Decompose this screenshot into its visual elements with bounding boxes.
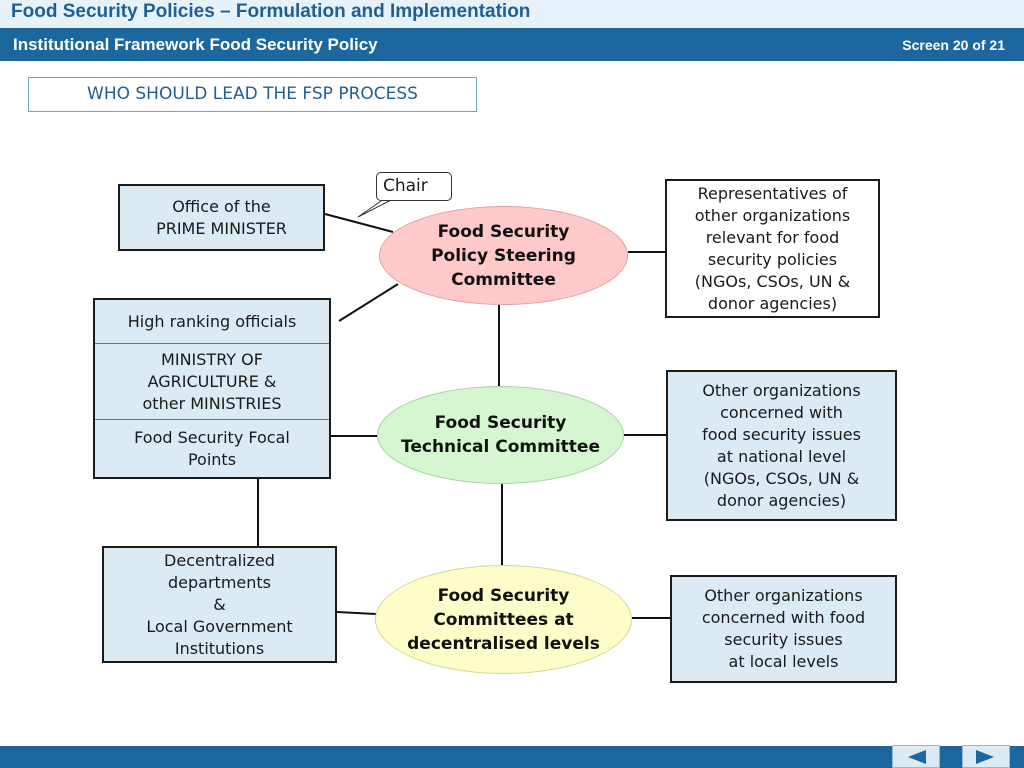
representatives-box: Representatives of other organizations r…: [665, 179, 880, 318]
ministries-label: MINISTRY OF AGRICULTURE & other MINISTRI…: [142, 349, 282, 413]
stack-divider: [95, 419, 329, 420]
top-banner: [0, 0, 1024, 28]
local-organizations-box: Other organizations concerned with food …: [670, 575, 897, 683]
decentralised-committees-oval: Food Security Committees at decentralise…: [375, 565, 632, 674]
triangle-left-icon: [908, 749, 926, 764]
slide-heading: WHO SHOULD LEAD THE FSP PROCESS: [28, 77, 477, 112]
section-title: Institutional Framework Food Security Po…: [13, 35, 378, 54]
connector-decentralized-committees: [336, 611, 377, 615]
chair-callout-pointer: [357, 198, 394, 218]
footer-bar: [0, 746, 1024, 768]
connector-pm-steering: [324, 213, 394, 233]
section-banner: [0, 28, 1024, 61]
prime-minister-box: Office of the PRIME MINISTER: [118, 184, 325, 251]
stack-divider: [95, 343, 329, 344]
ministries-stack: High ranking officials MINISTRY OF AGRIC…: [93, 298, 331, 479]
next-button[interactable]: [962, 745, 1010, 768]
chair-callout: Chair: [376, 172, 452, 201]
focal-points-label: Food Security Focal Points: [134, 427, 290, 469]
high-officials-label: High ranking officials: [127, 311, 297, 331]
back-button[interactable]: [892, 745, 940, 768]
course-title: Food Security Policies – Formulation and…: [11, 1, 531, 22]
decentralized-departments-box: Decentralized departments & Local Govern…: [102, 546, 337, 663]
triangle-right-icon: [976, 749, 994, 764]
screen-counter: Screen 20 of 21: [902, 37, 1005, 53]
steering-committee-oval: Food Security Policy Steering Committee: [379, 206, 628, 305]
national-organizations-box: Other organizations concerned with food …: [666, 370, 897, 521]
connector-officials-steering: [338, 283, 399, 322]
technical-committee-oval: Food Security Technical Committee: [377, 386, 624, 484]
